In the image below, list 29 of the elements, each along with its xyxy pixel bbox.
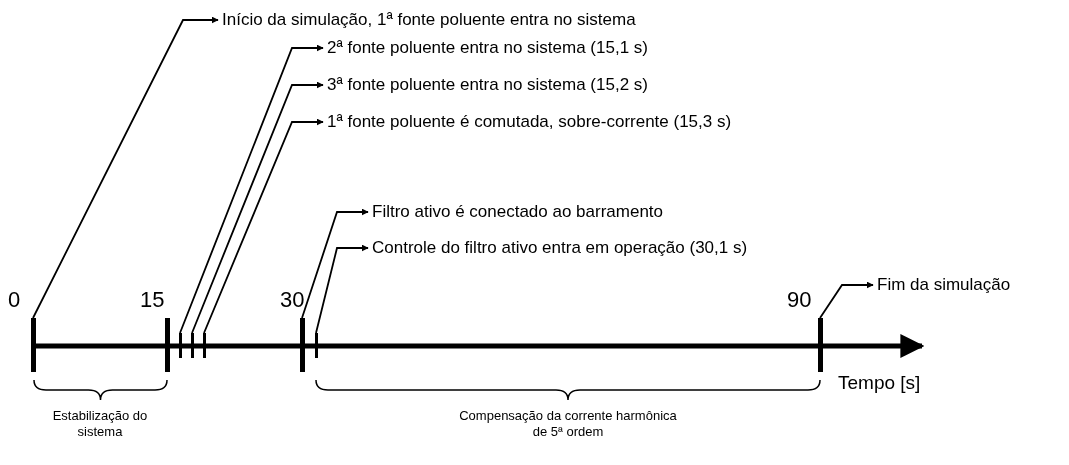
- leader-arrow: [819, 281, 874, 319]
- leader-arrow: [315, 244, 369, 334]
- tick-mark: [299, 318, 305, 372]
- event-label: Controle do filtro ativo entra em operação (30,1 s): [372, 238, 748, 258]
- tick-mark: [202, 333, 206, 358]
- leader-arrow: [301, 208, 369, 319]
- tick-mark: [190, 333, 194, 358]
- event-label: 2ª fonte poluente entra no sistema (15,1 s): [327, 38, 648, 58]
- tick-mark: [164, 318, 170, 372]
- tick-mark: [817, 318, 823, 372]
- leader-arrow: [203, 118, 324, 334]
- tick-mark: [30, 318, 36, 372]
- tick-number: 90: [787, 287, 812, 313]
- leader-arrow: [32, 16, 219, 319]
- tick-number: 30: [280, 287, 305, 313]
- event-label: 3ª fonte poluente entra no sistema (15,2 s): [327, 75, 648, 95]
- leader-arrow: [191, 81, 324, 334]
- event-label: 1ª fonte poluente é comutada, sobre-corrente (15,3 s): [327, 112, 732, 132]
- tick-number: 0: [8, 287, 21, 313]
- axis-label: Tempo [s]: [838, 372, 921, 394]
- tick-mark: [314, 333, 318, 358]
- event-label: Filtro ativo é conectado ao barramento: [372, 202, 664, 222]
- event-label: Fim da simulação: [877, 275, 1011, 295]
- tick-mark: [178, 333, 182, 358]
- brace-label: Compensação da corrente harmônica de 5ª ordem: [458, 408, 678, 440]
- brace-label: Estabilização do sistema: [51, 408, 149, 440]
- event-label: Início da simulação, 1ª fonte poluente entra no sistema: [222, 10, 636, 30]
- tick-number: 15: [140, 287, 165, 313]
- leader-arrow: [179, 44, 324, 334]
